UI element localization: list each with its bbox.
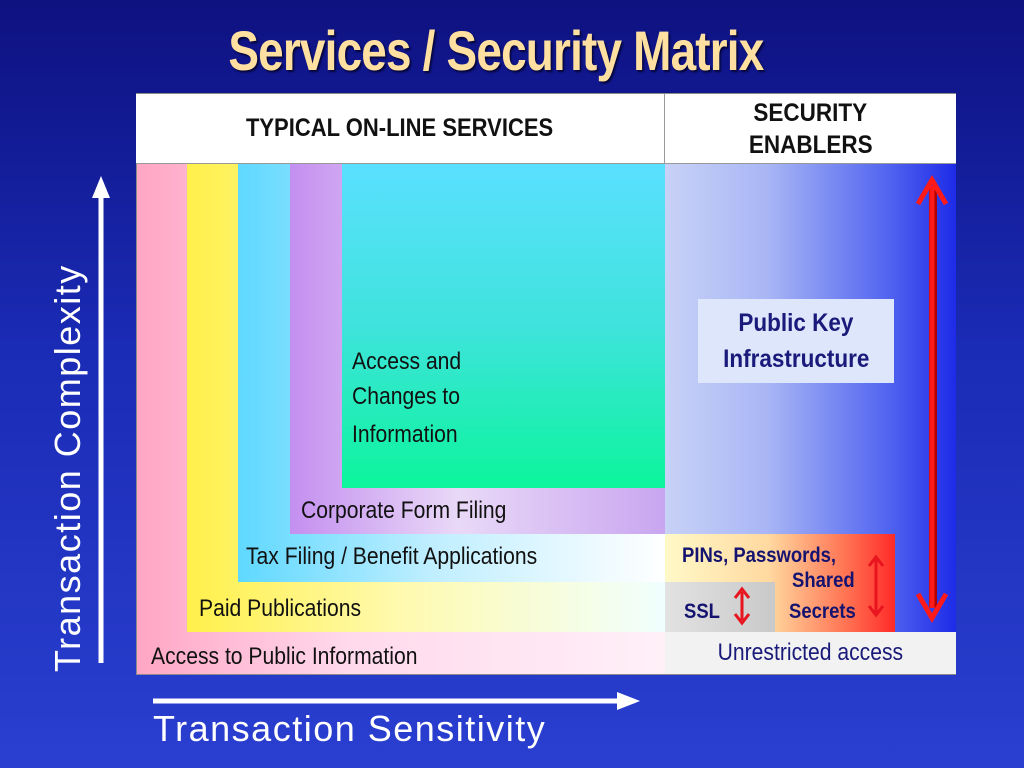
pki-box: Public Key Infrastructure (698, 299, 894, 383)
label-secrets: Secrets (789, 600, 856, 623)
secrets-double-arrow-icon (867, 554, 885, 618)
x-axis-label: Transaction Sensitivity (153, 708, 547, 749)
band-access-changes (342, 164, 665, 488)
unrestricted-access-cell: Unrestricted access (665, 632, 956, 674)
arrow-up-icon (92, 176, 110, 663)
label-public-information: Access to Public Information (151, 643, 418, 670)
label-access-changes-2: Changes to (352, 383, 461, 410)
ssl-box (665, 582, 775, 632)
label-ssl: SSL (684, 600, 720, 623)
double-arrow-vertical-icon (915, 175, 949, 623)
label-corporate-form-filing: Corporate Form Filing (301, 497, 507, 524)
label-shared: Shared (792, 569, 855, 592)
arrow-right-icon (153, 692, 640, 710)
label-access-changes-3: Information (352, 421, 458, 448)
page-title: Services / Security Matrix (228, 19, 764, 82)
label-tax-filing: Tax Filing / Benefit Applications (246, 543, 538, 570)
label-access-changes-1: Access and (352, 348, 462, 375)
label-pins-passwords: PINs, Passwords, (682, 544, 837, 567)
label-paid-publications: Paid Publications (199, 595, 362, 622)
services-header: TYPICAL ON-LINE SERVICES (136, 94, 665, 164)
ssl-double-arrow-icon (733, 586, 751, 626)
enablers-header: SECURITY ENABLERS (665, 94, 956, 164)
